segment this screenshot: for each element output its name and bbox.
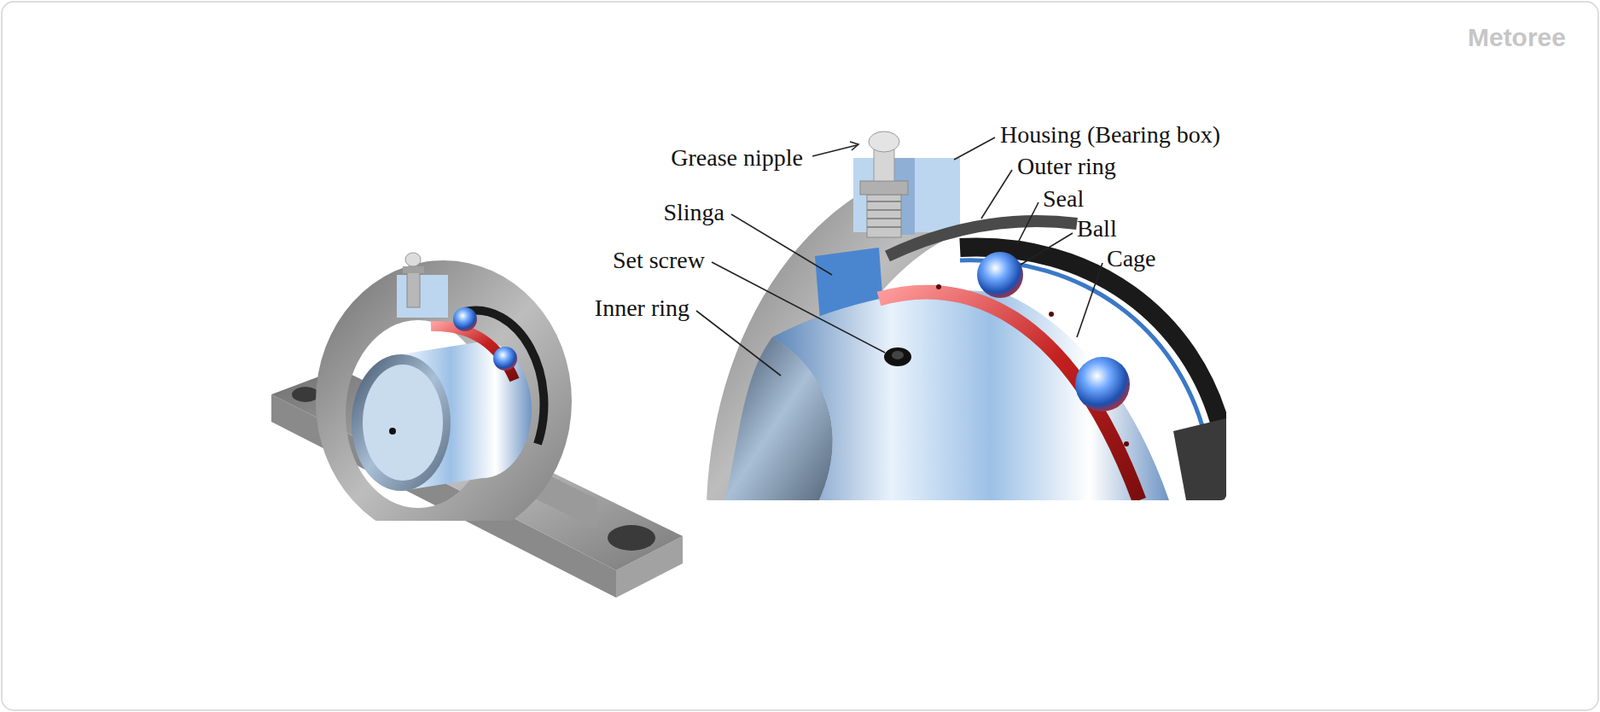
- ring-face: [351, 354, 451, 491]
- grease-nipple: [407, 271, 420, 308]
- leader-line: [696, 310, 781, 376]
- part-label: Housing (Bearing box): [1000, 122, 1221, 148]
- grease-nipple-cap: [868, 131, 900, 152]
- leader-line: [981, 169, 1013, 219]
- set-screw: [884, 347, 912, 367]
- thread-lines: [866, 201, 902, 227]
- housing-dome: [315, 260, 572, 521]
- leader-line: [812, 145, 857, 157]
- zoom-ground: [704, 122, 1227, 501]
- cut-face: [396, 274, 448, 318]
- ball: [493, 346, 518, 371]
- part-label: Ball: [1076, 215, 1118, 242]
- leader-line: [711, 261, 885, 353]
- foot-hole: [291, 386, 320, 402]
- cage: [878, 291, 1140, 501]
- set-screw: [389, 427, 396, 435]
- leader-line: [954, 137, 995, 160]
- part-label: Seal: [1042, 186, 1084, 212]
- leader-arrowhead: [849, 141, 859, 151]
- part-label: Set screw: [612, 247, 705, 274]
- leader-line: [731, 214, 832, 275]
- zoom-figure: [704, 122, 1227, 501]
- cage-hole: [1123, 441, 1129, 447]
- inner-ring-face: [725, 337, 833, 501]
- leader-line: [1017, 202, 1039, 245]
- ball: [977, 251, 1024, 298]
- leader-line: [1020, 232, 1073, 265]
- part-label: Cage: [1106, 245, 1157, 272]
- housing-lower: [1173, 418, 1227, 501]
- leader-line: [1076, 262, 1103, 338]
- part-label: Inner ring: [594, 295, 690, 321]
- part-label: Outer ring: [1017, 153, 1117, 180]
- ring-bore: [362, 364, 443, 481]
- watermark: Metoree: [1467, 24, 1566, 51]
- ball: [453, 307, 478, 332]
- inner-ring: [772, 290, 1170, 501]
- ball: [1075, 356, 1130, 412]
- part-label: Grease nipple: [670, 145, 803, 171]
- cage-hole: [936, 284, 942, 290]
- set-screw-socket: [891, 350, 904, 360]
- part-label: Slinga: [663, 199, 725, 226]
- nipple-cap: [405, 252, 421, 267]
- inner-ring: [351, 341, 532, 491]
- foot-hole: [607, 524, 656, 551]
- nipple-nut: [402, 266, 425, 274]
- grease-nipple-nut: [860, 180, 908, 195]
- grease-nipple-thread: [866, 194, 902, 238]
- cage-hole: [1048, 311, 1054, 317]
